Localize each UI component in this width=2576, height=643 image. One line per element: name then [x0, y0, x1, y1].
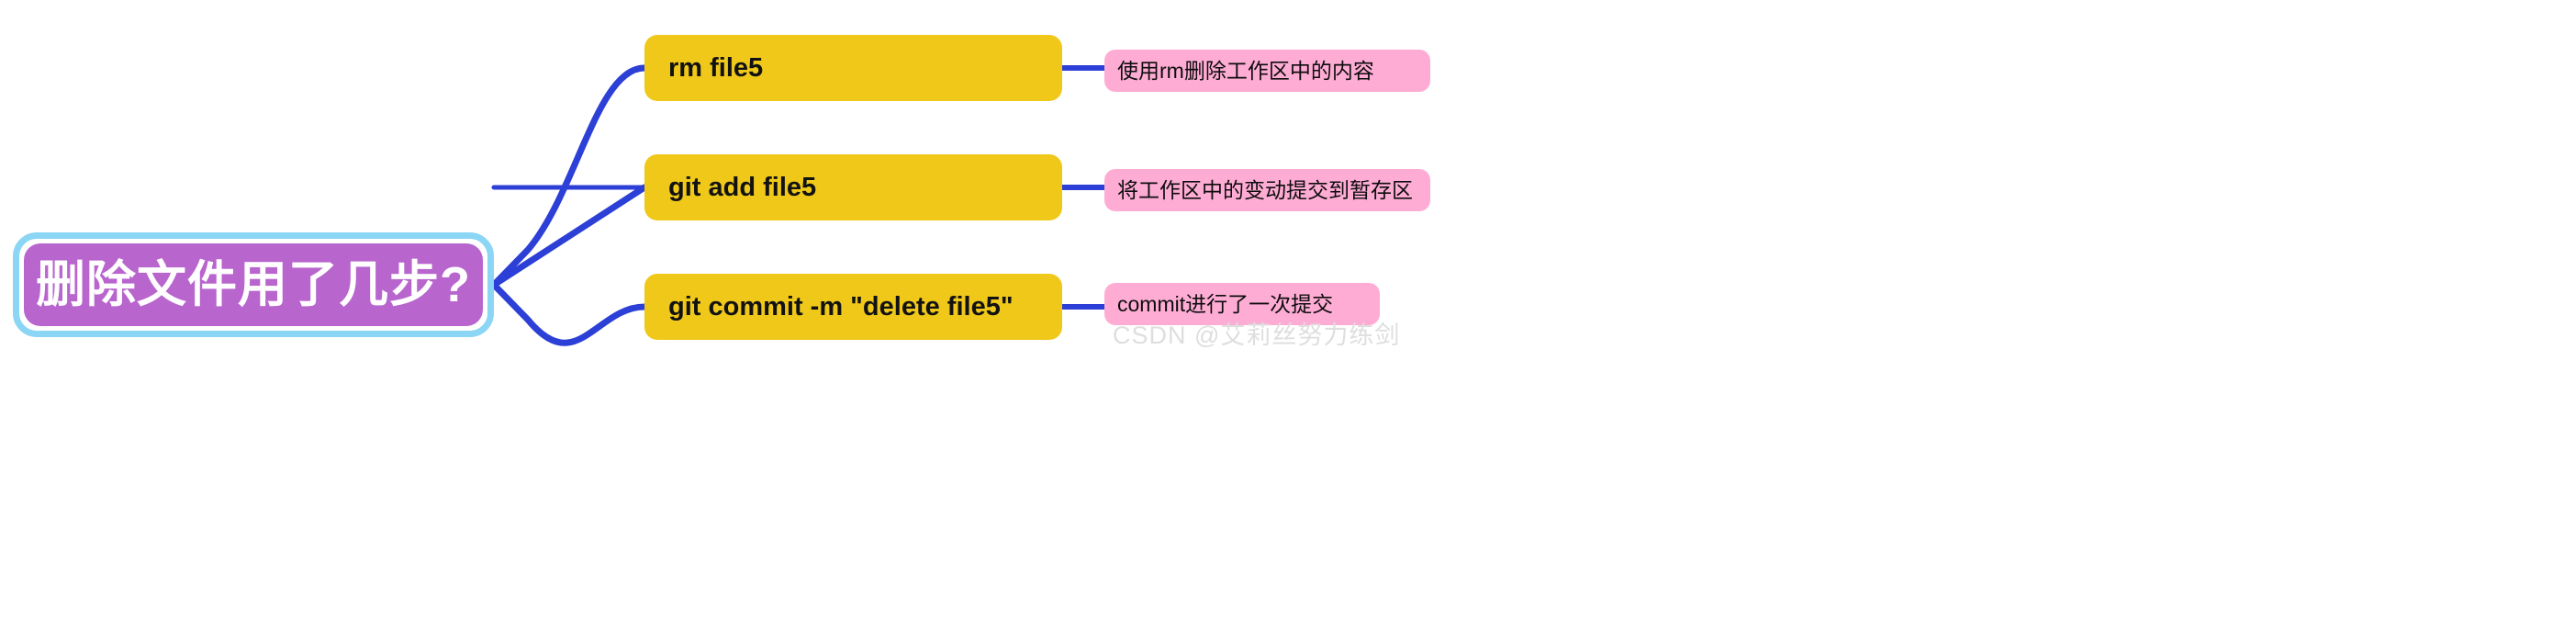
csdn-watermark: CSDN @艾莉丝努力练剑	[1113, 322, 1401, 349]
topic-node-0-label: rm file5	[668, 52, 764, 83]
detail-node-0[interactable]: 使用rm删除工作区中的内容	[1104, 50, 1430, 92]
topic-node-1[interactable]: git add file5	[644, 154, 1062, 220]
connector-root-to-topic-2	[490, 281, 648, 346]
connector-root-to-topic-1	[490, 184, 648, 288]
topic-node-2-label: git commit -m "delete file5"	[668, 291, 1014, 322]
topic-node-2[interactable]: git commit -m "delete file5"	[644, 274, 1062, 340]
root-node-label: 删除文件用了几步?	[36, 257, 471, 312]
detail-node-0-label: 使用rm删除工作区中的内容	[1117, 58, 1374, 83]
root-node-fill: 删除文件用了几步?	[24, 243, 483, 326]
detail-node-1-label: 将工作区中的变动提交到暂存区	[1117, 177, 1413, 202]
detail-node-2[interactable]: commit进行了一次提交	[1104, 283, 1380, 325]
detail-node-2-label: commit进行了一次提交	[1117, 291, 1334, 316]
topic-node-1-label: git add file5	[668, 172, 817, 202]
detail-node-1[interactable]: 将工作区中的变动提交到暂存区	[1104, 169, 1430, 211]
connector-root-to-topic-0	[490, 64, 648, 288]
topic-node-0[interactable]: rm file5	[644, 35, 1062, 101]
root-node[interactable]: 删除文件用了几步?	[13, 232, 494, 337]
